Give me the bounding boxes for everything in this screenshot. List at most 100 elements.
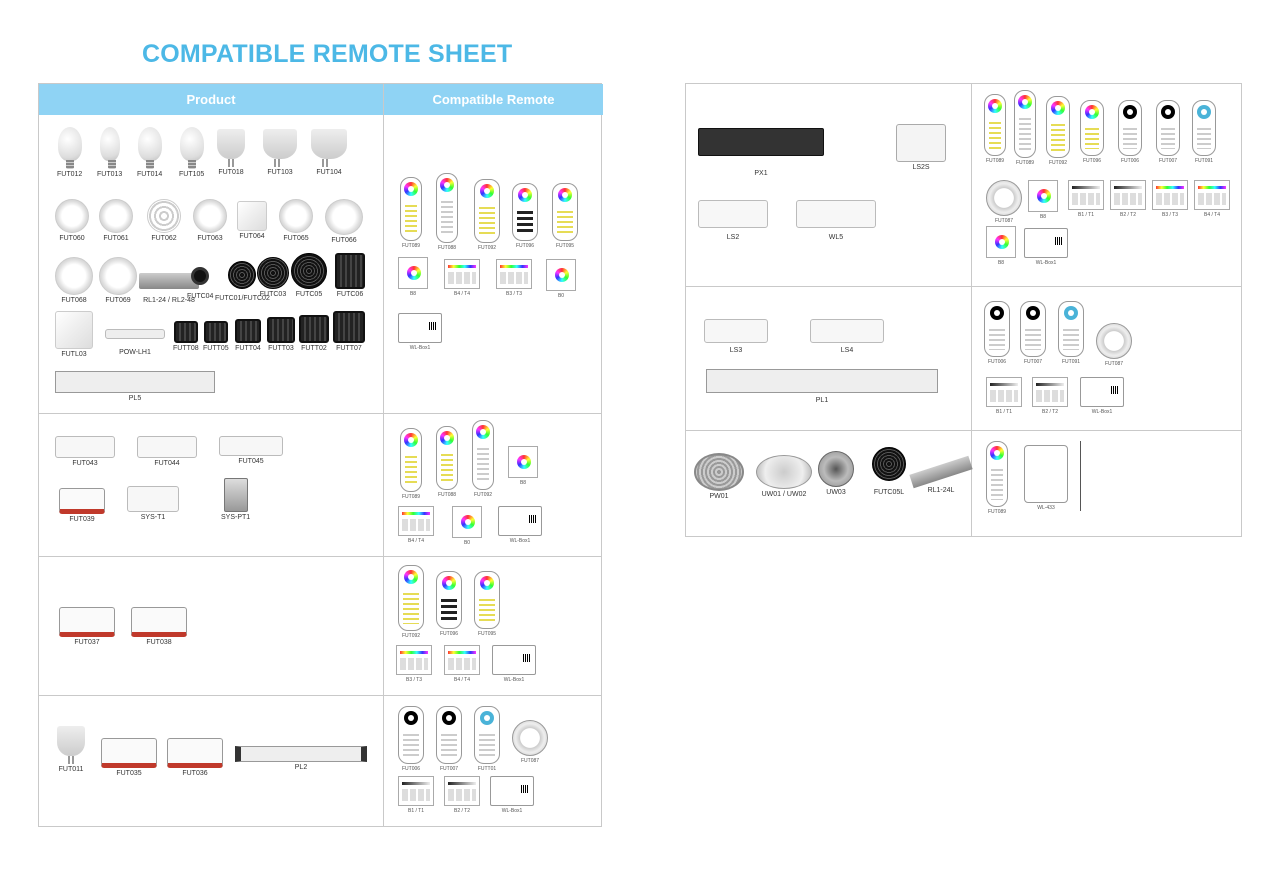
- wall-panel-icon: [546, 259, 576, 291]
- remote-item: B1 / T1: [398, 776, 434, 814]
- remote-item: FUT095: [552, 183, 578, 249]
- remote-icon: [1020, 301, 1046, 357]
- remote-item: FUT007: [1020, 301, 1046, 365]
- remote-item: FUT089: [986, 441, 1008, 515]
- flood-light-icon: [173, 321, 198, 343]
- controller-icon: [810, 319, 884, 343]
- product-item: FUTT07: [333, 311, 365, 353]
- garden-light-icon: [257, 257, 289, 289]
- wall-panel-icon: [1194, 180, 1230, 210]
- product-label: UW01 / UW02: [761, 491, 807, 498]
- remote-icon: [1118, 100, 1142, 156]
- downlight-icon: [325, 199, 363, 235]
- remote-label: B4 / T4: [1203, 212, 1221, 218]
- driver-icon: [698, 128, 824, 156]
- spotlight-icon: [217, 129, 245, 167]
- product-label: FUTT03: [268, 345, 294, 352]
- product-label: SYS-T1: [140, 514, 166, 521]
- product-label: LS3: [729, 347, 743, 354]
- remote-cell: FUT006 FUT007 FUTT01 FUT087 B1 / T1 B2 /…: [384, 696, 601, 826]
- product-label: FUT103: [267, 169, 293, 176]
- remote-cell: FUT092 FUT096 FUT095 B3 / T3 B4 / T4 WL-…: [384, 557, 601, 695]
- product-item: LS2S: [896, 124, 946, 172]
- remote-label: FUT089: [401, 243, 421, 249]
- product-item: FUT065: [279, 199, 313, 243]
- product-item: PL2: [235, 746, 367, 772]
- remote-label: WL-Box1: [1091, 409, 1113, 415]
- controller-icon: [59, 607, 115, 637]
- remote-label: B3 / T3: [405, 677, 423, 683]
- product-item: FUT063: [193, 199, 227, 243]
- remote-label: FUT089: [1015, 160, 1035, 166]
- product-header: Product: [39, 84, 383, 115]
- product-label: FUT043: [72, 460, 98, 467]
- knob-dimmer-icon: [1096, 323, 1132, 359]
- remote-label: FUT091: [1194, 158, 1214, 164]
- product-label: FUT069: [105, 297, 131, 304]
- remote-item: B4 / T4: [1194, 180, 1230, 218]
- column-divider: [971, 84, 972, 536]
- wall-panel-icon: [1028, 180, 1058, 212]
- remote-item: FUT092: [474, 179, 500, 251]
- product-label: FUT013: [97, 171, 123, 178]
- remote-label: WL-Box1: [509, 538, 531, 544]
- product-item: WL5: [796, 200, 876, 242]
- pool-light-icon: [694, 453, 744, 491]
- remote-item: FUT007: [1156, 100, 1180, 164]
- wall-panel-icon: [496, 259, 532, 289]
- remote-label: WL-Box1: [409, 345, 431, 351]
- product-label: FUT044: [154, 460, 180, 467]
- table-row: FUT037 FUT038 FUT092 FUT096 FUT095 B3 / …: [39, 556, 601, 695]
- remote-icon: [986, 441, 1008, 507]
- garden-light-icon: [228, 261, 257, 289]
- wifi-box-icon: [1024, 228, 1068, 258]
- remote-item: B1 / T1: [986, 377, 1022, 415]
- remote-label: FUT095: [555, 243, 575, 249]
- product-item: RL1-24L: [909, 451, 973, 495]
- panel-light-icon: [55, 311, 93, 349]
- remote-item: B4 / T4: [398, 506, 434, 544]
- remote-icon: [1014, 90, 1036, 158]
- remote-item: FUT088: [436, 426, 458, 498]
- product-label: FUT038: [146, 639, 172, 646]
- remote-icon: [1080, 100, 1104, 156]
- remote-item: FUT095: [474, 571, 500, 637]
- remote-item: B1 / T1: [1068, 180, 1104, 218]
- remote-label: FUT087: [994, 218, 1014, 224]
- wall-panel-icon: [398, 776, 434, 806]
- remote-item: FUTT01: [474, 706, 500, 772]
- product-item: PL1: [706, 369, 938, 405]
- controller-icon: [131, 607, 187, 637]
- remote-icon: [1192, 100, 1216, 156]
- remote-item: B3 / T3: [396, 645, 432, 683]
- wifi-box-icon: [490, 776, 534, 806]
- product-label: PX1: [754, 170, 768, 177]
- product-item: FUT103: [263, 129, 297, 177]
- downlight-icon: [55, 199, 89, 233]
- remote-icon: [474, 571, 500, 629]
- product-cell: PX1 LS2S LS2 WL5: [686, 84, 971, 286]
- left-table: Product Compatible Remote FUT012 FUT013 …: [38, 83, 603, 827]
- product-label: RL1-24L: [927, 487, 955, 494]
- remote-item: B0: [546, 259, 576, 299]
- spotlight-icon: [311, 129, 347, 167]
- remote-label: B4 / T4: [407, 538, 425, 544]
- remote-label: FUT087: [520, 758, 540, 764]
- product-item: FUTC06: [335, 253, 365, 299]
- product-item: FUT038: [131, 607, 187, 647]
- remote-icon: [552, 183, 578, 241]
- remote-item: B0: [452, 506, 482, 546]
- remote-label: FUT091: [1061, 359, 1081, 365]
- wall-panel-icon: [1032, 377, 1068, 407]
- product-item: SYS-T1: [127, 486, 179, 522]
- garden-light-icon: [291, 253, 327, 289]
- remote-label: FUT096: [515, 243, 535, 249]
- product-label: PL2: [294, 764, 308, 771]
- pool-light-icon: [756, 455, 812, 489]
- product-label: FUT011: [58, 766, 84, 773]
- remote-item: WL-Box1: [490, 776, 534, 814]
- wall-panel-icon: [508, 446, 538, 478]
- table-row: FUT011 FUT035 FUT036 PL2 FUT006 FUT007 F…: [39, 695, 601, 826]
- wall-panel-icon: [444, 776, 480, 806]
- product-item: SYS-PT1: [221, 478, 250, 522]
